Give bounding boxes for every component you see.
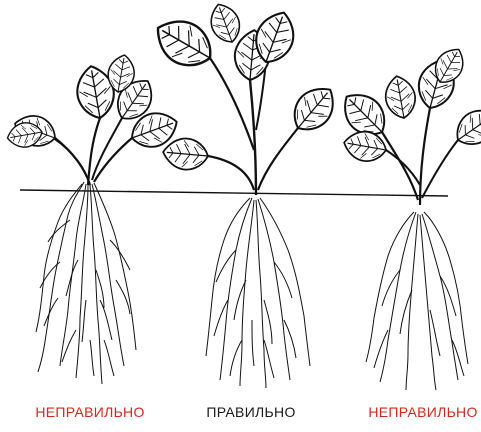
plant-right-leaves [334,43,481,205]
label-wrong-right: НЕПРАВИЛЬНО [368,404,477,420]
label-correct: ПРАВИЛЬНО [206,404,295,420]
label-wrong-left: НЕПРАВИЛЬНО [35,404,144,420]
plant-left-leaves [5,53,182,185]
plant-middle-leaves [148,0,344,195]
plant-right [334,43,481,390]
plant-left [5,53,182,384]
plant-right-roots [366,212,468,390]
plant-middle-roots [206,198,310,388]
plant-left-roots [36,182,136,384]
